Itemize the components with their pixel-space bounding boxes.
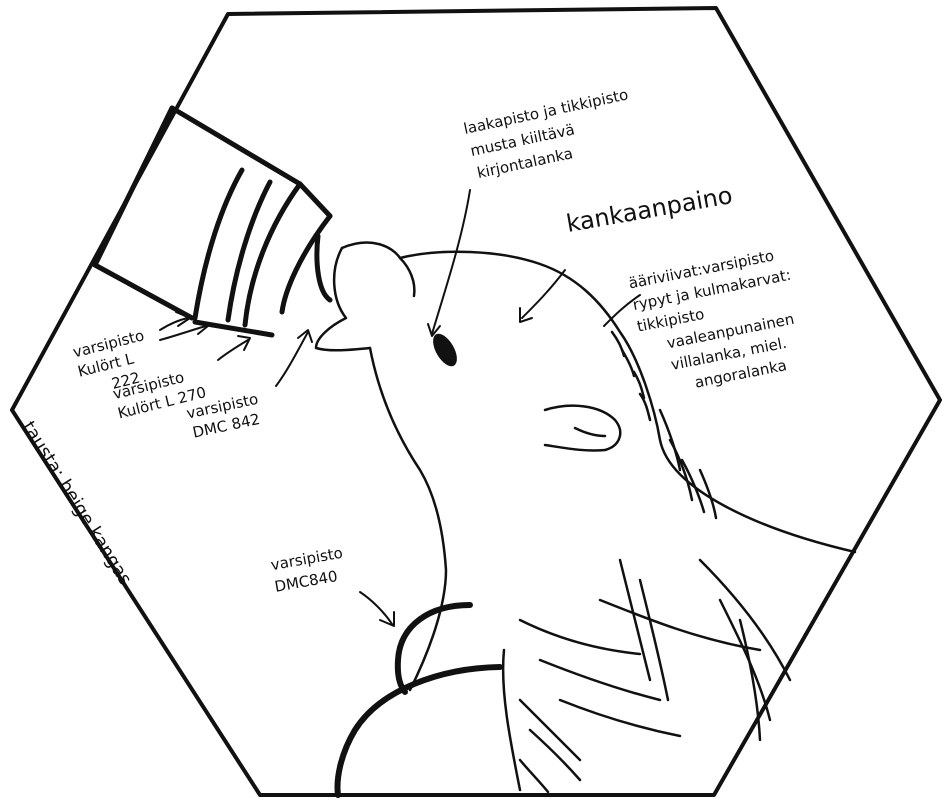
annotation-outlines: ääriviivat:varsipisto rypyt ja kulmakarv… xyxy=(627,243,814,400)
annotation-fabric-paint: kankaanpaino xyxy=(564,181,734,238)
annotation-eye-stitch: laakapisto ja tikkipisto musta kiiltävä … xyxy=(462,84,644,182)
annotation-body: varsipisto DMC840 xyxy=(269,543,352,596)
arm-drawing xyxy=(338,605,500,795)
bottle-drawing xyxy=(95,108,330,335)
annotation-background: tausta: beige kangas xyxy=(18,418,136,589)
